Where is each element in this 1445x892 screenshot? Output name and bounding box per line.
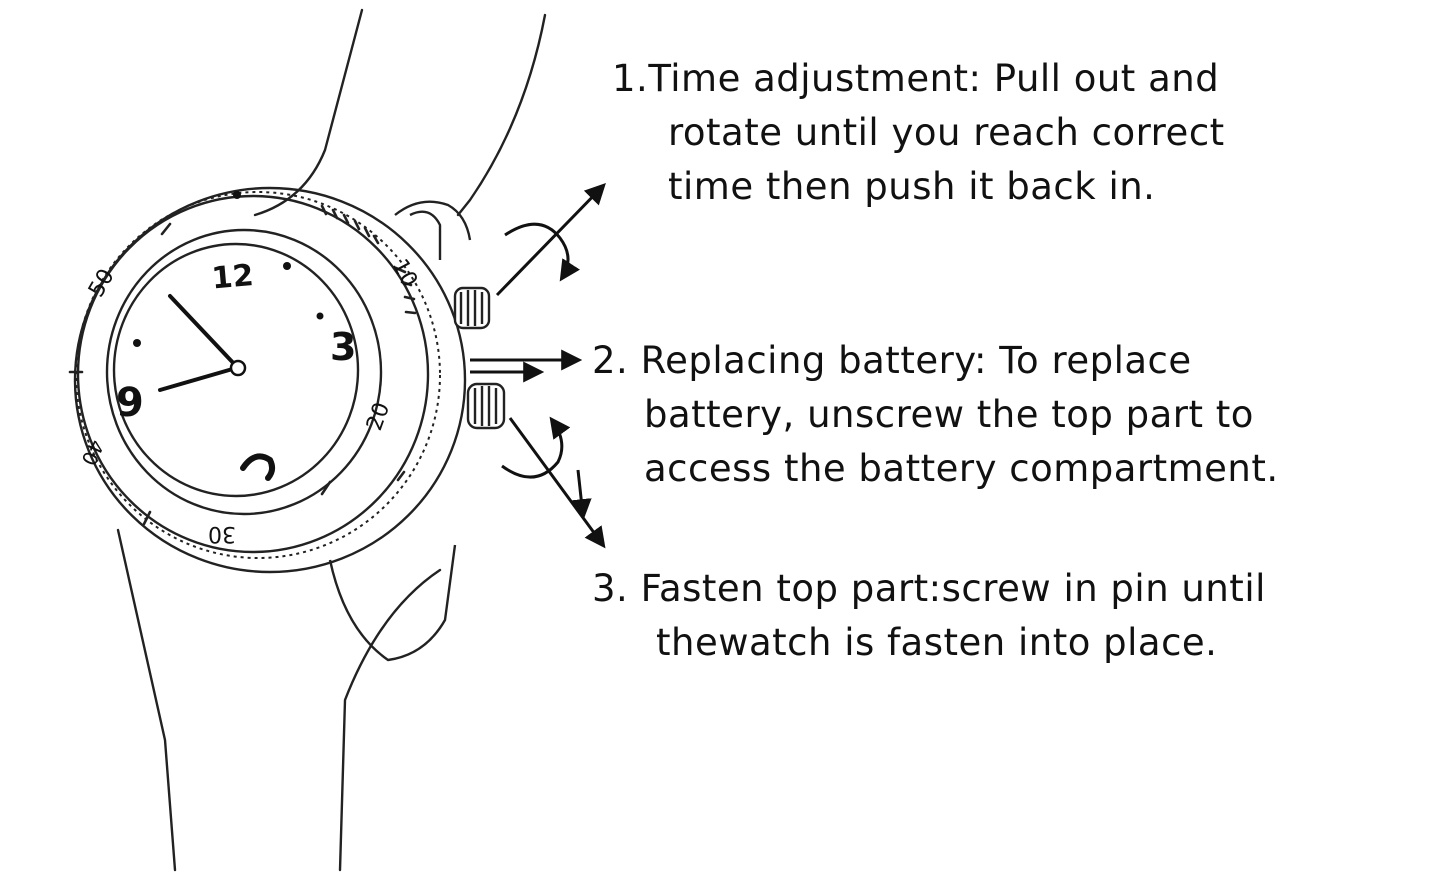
step-text-line: access the battery compartment.: [644, 447, 1279, 490]
step-text-line: thewatch is fasten into place.: [656, 621, 1218, 664]
step-fasten-top-part: 3. Fasten top part:screw in pin until th…: [592, 562, 1266, 670]
dial-numeral-12: 12: [210, 258, 255, 297]
bezel-marker: [233, 191, 241, 199]
step-number: 3.: [592, 567, 629, 610]
watch-hands: [158, 294, 247, 392]
step-text-line: Replacing battery: To replace: [640, 339, 1192, 382]
step-number: 1.: [612, 57, 649, 100]
bezel-numeral-10: 10: [387, 255, 422, 291]
bezel-numeral-40: 40: [76, 436, 109, 469]
step-text-line: Fasten top part:screw in pin until: [640, 567, 1266, 610]
crown-lower: [466, 382, 506, 430]
bezel-ticks: [68, 204, 417, 526]
step-number: 2.: [592, 339, 629, 382]
bezel-numeral-20: 20: [362, 399, 395, 434]
step-replacing-battery: 2. Replacing battery: To replace battery…: [592, 334, 1279, 496]
bezel-numeral-50: 50: [84, 265, 120, 302]
watch-case: [73, 186, 467, 574]
step-text-line: battery, unscrew the top part to: [644, 393, 1254, 436]
bezel-numeral-30: 30: [208, 521, 236, 546]
dial-numeral-3: 3: [330, 325, 356, 369]
step-text-line: rotate until you reach correct: [668, 111, 1225, 154]
watch-strap: [328, 200, 472, 662]
step-time-adjustment: 1.Time adjustment: Pull out and rotate u…: [612, 52, 1225, 214]
wrist-outline: [116, 8, 547, 872]
pull-arrow-icon: [470, 349, 583, 383]
screw-arrow-icon: [501, 416, 606, 549]
step-text-line: Time adjustment: Pull out and: [648, 57, 1220, 100]
dial: 12 3 9: [116, 258, 356, 481]
crown-upper: [453, 286, 491, 330]
dial-numeral-9: 9: [116, 380, 144, 426]
step-text-line: time then push it back in.: [668, 165, 1156, 208]
rotate-arrow-icon: [495, 182, 606, 297]
